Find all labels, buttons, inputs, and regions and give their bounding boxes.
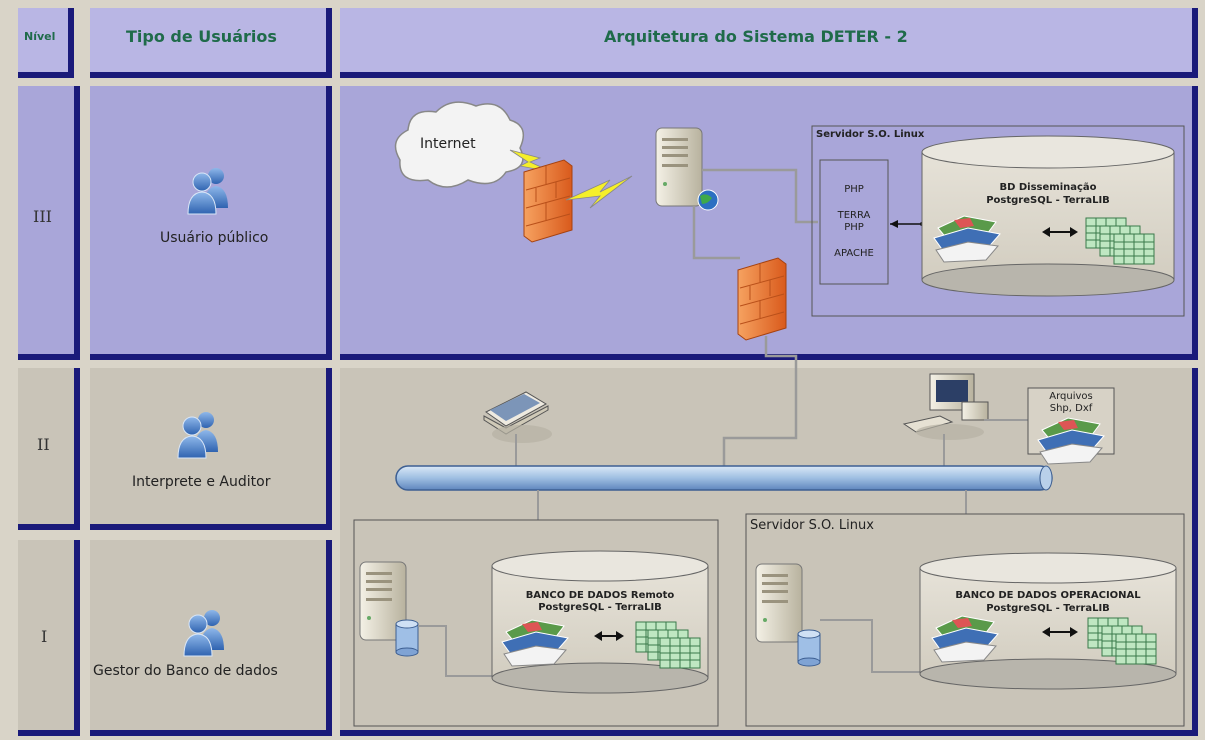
level3-user-cell bbox=[90, 86, 332, 360]
web-server-icon bbox=[655, 127, 703, 207]
header-level-cell bbox=[18, 8, 74, 78]
internet-cloud-icon bbox=[394, 101, 525, 188]
stack-apache: APACHE bbox=[834, 248, 874, 259]
remote-arrow-icon bbox=[594, 631, 624, 641]
header-arch-label: Arquitetura do Sistema DETER - 2 bbox=[604, 27, 908, 46]
interpreter-user-icon bbox=[177, 411, 219, 459]
internet-label: Internet bbox=[420, 136, 476, 152]
level2-user-label: Interprete e Auditor bbox=[132, 474, 271, 490]
firewall-icon-2 bbox=[737, 257, 787, 341]
linux-server-title-level3: Servidor S.O. Linux bbox=[816, 129, 925, 140]
db-manager-user-icon bbox=[183, 609, 225, 657]
table-icon-3 bbox=[1113, 233, 1155, 265]
operational-db-cylinder bbox=[919, 552, 1177, 690]
level3-numeral-cell bbox=[18, 86, 80, 360]
level3-numeral: III bbox=[33, 207, 52, 226]
dissemination-db-title: BD Disseminação bbox=[999, 182, 1097, 193]
desktop-computer-icon bbox=[902, 373, 989, 433]
op-db-small-icon bbox=[797, 629, 821, 667]
network-bus bbox=[395, 465, 1053, 491]
dissemination-db-cylinder bbox=[921, 135, 1175, 297]
firewall-icon bbox=[523, 159, 573, 243]
stack-terra: TERRA bbox=[837, 210, 871, 221]
stack-php-2: PHP bbox=[844, 222, 864, 233]
remote-table-icon-3 bbox=[659, 637, 701, 669]
linux-server-title-level1: Servidor S.O. Linux bbox=[750, 518, 874, 533]
software-stack-box bbox=[819, 159, 889, 285]
remote-db-sub: PostgreSQL - TerraLIB bbox=[538, 602, 662, 613]
linux-server-box-level3 bbox=[811, 125, 1185, 317]
op-table-icon-3 bbox=[1115, 633, 1157, 665]
op-arrow-icon bbox=[1042, 627, 1078, 637]
db-small-icon bbox=[395, 619, 419, 657]
level1-user-label: Gestor do Banco de dados bbox=[93, 663, 278, 679]
files-label-2: Shp, Dxf bbox=[1049, 403, 1093, 414]
level1-numeral: I bbox=[41, 627, 48, 646]
remote-server-box bbox=[353, 519, 719, 727]
level3-user-label: Usuário público bbox=[160, 230, 269, 246]
op-server-icon bbox=[755, 563, 803, 643]
op-db-title: BANCO DE DADOS OPERACIONAL bbox=[955, 590, 1141, 601]
header-level-label: Nível bbox=[24, 30, 56, 43]
stack-php: PHP bbox=[844, 184, 864, 195]
header-users-cell bbox=[90, 8, 332, 78]
linux-server-box-level1 bbox=[745, 513, 1185, 727]
level2-numeral-cell bbox=[18, 368, 80, 530]
public-user-icon bbox=[187, 167, 229, 215]
level1-numeral-cell bbox=[18, 540, 80, 736]
files-label-1: Arquivos bbox=[1049, 391, 1093, 402]
remote-db-title: BANCO DE DADOS Remoto bbox=[525, 590, 675, 601]
header-arch-cell bbox=[340, 8, 1198, 78]
op-db-sub: PostgreSQL - TerraLIB bbox=[986, 603, 1110, 614]
level2-numeral: II bbox=[37, 435, 50, 454]
header-users-label: Tipo de Usuários bbox=[126, 27, 277, 46]
bidirectional-arrow-icon bbox=[1042, 227, 1078, 237]
dissemination-db-sub: PostgreSQL - TerraLIB bbox=[986, 195, 1110, 206]
lightning-icon-2 bbox=[565, 175, 633, 209]
